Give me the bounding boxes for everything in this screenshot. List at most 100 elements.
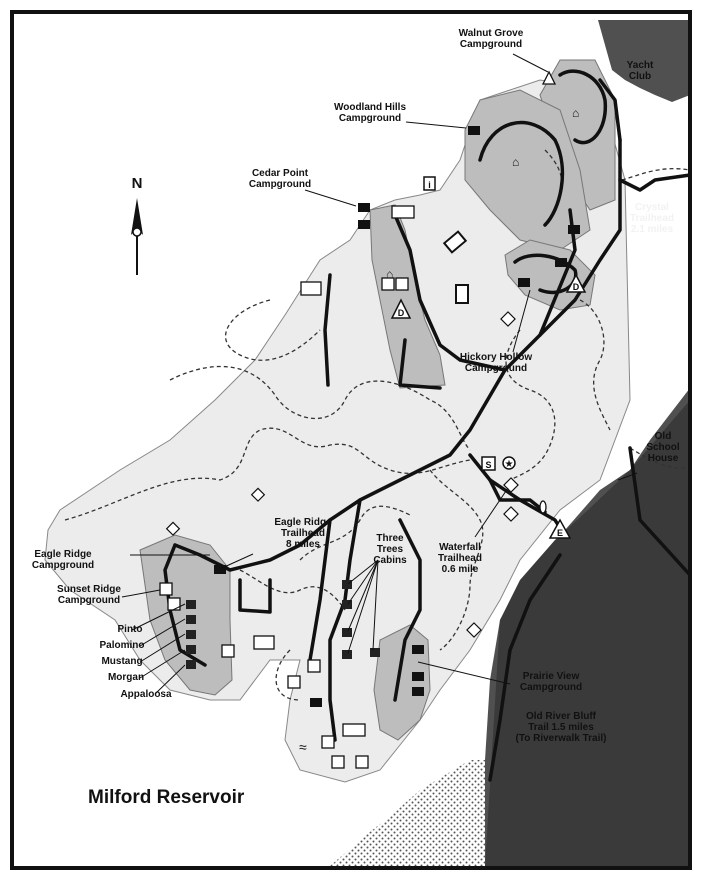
dump-station-label: D: [573, 282, 580, 292]
camp-site-icon: [395, 277, 409, 291]
rv-icon: [310, 698, 322, 707]
sunset-ridge-campground-label-line: Sunset Ridge: [57, 584, 121, 595]
dump-station-icon: [390, 298, 412, 319]
facility-icons: D D E S ★ i: [159, 70, 587, 769]
walnut-grove-label-line: Walnut Grove: [459, 28, 524, 39]
prairie-view-label-line: Prairie View: [523, 671, 580, 682]
cedar-point-area: [369, 204, 446, 389]
park-office-star-icon: [502, 456, 516, 470]
rv-icon: [412, 645, 424, 654]
crystal-trailhead-label-line: Trailhead: [630, 213, 674, 224]
main-road: [173, 138, 622, 572]
eagle-lower-loop: [238, 578, 272, 614]
camp-site-icon: [287, 675, 301, 689]
fishing-icon: [391, 205, 415, 219]
hickory-hollow-label-line: Hickory Hollow: [460, 352, 532, 363]
hiking-trail-icon: [500, 311, 516, 327]
rv-icons: [214, 126, 580, 707]
walnut-grove-label-line: Campground: [460, 39, 522, 50]
hiking-trails: [64, 149, 691, 701]
entrance-label: E: [557, 528, 563, 538]
map-border: [10, 10, 692, 870]
boat-ramp-icon: [442, 230, 468, 254]
camp-site-icon: [331, 755, 345, 769]
to-walnut-grove: [598, 78, 622, 142]
north-arrow-head: [131, 198, 143, 235]
three-trees-label-line: Trees: [377, 544, 404, 555]
camp-site-icon: [381, 277, 395, 291]
dump-station-icon: [565, 273, 587, 293]
school-house-road: [628, 446, 692, 577]
info-label: i: [428, 180, 431, 190]
water-access-icon: [539, 500, 547, 514]
cedar-point-label-line: Cedar Point: [252, 168, 309, 179]
three-trees-road: [328, 498, 362, 742]
fishing-icon: [342, 723, 366, 737]
eagle-ridge-trailhead-label-line: 8 miles: [286, 539, 320, 550]
crystal-trailhead-label-line: 2.1 miles: [631, 224, 674, 235]
north-arrow-center: [132, 227, 142, 237]
rv-icon: [412, 672, 424, 681]
cabin-icon: [186, 660, 196, 669]
old-river-bluff-label-line: (To Riverwalk Trail): [516, 733, 607, 744]
rv-icon: [568, 225, 580, 234]
woodland-hills-label-line: Campground: [339, 113, 401, 124]
cabin-icon: [342, 650, 352, 659]
reservoir-water-north: [598, 20, 690, 102]
woodland-inner-loop: [478, 120, 565, 227]
north-label: N: [132, 175, 143, 192]
hickory-hollow-label-line: Campground: [465, 363, 527, 374]
old-river-bluff-label-line: Old River Bluff: [526, 711, 597, 722]
store-label: S: [485, 460, 491, 470]
camp-site-icon: [321, 735, 335, 749]
west-spur: [308, 518, 332, 662]
leader-lines: [121, 53, 638, 695]
rv-icon: [555, 258, 567, 267]
hiking-trail-icon: [250, 487, 266, 502]
cabin-name-label: Appaloosa: [120, 689, 172, 700]
camp-site-icon: [307, 659, 321, 673]
picnic-shelter-icons: [159, 277, 409, 769]
prairie-view-label-line: Campground: [520, 682, 582, 693]
old-school-house-label-line: Old: [655, 431, 672, 442]
camp-site-icon: [159, 582, 173, 596]
picnic-shelter-icon: [253, 635, 275, 650]
cedar-point-label-line: Campground: [249, 179, 311, 190]
woodland-loop: [538, 208, 577, 337]
cabin-icon: [186, 600, 196, 609]
eagle-ridge-trailhead-label-line: Eagle Ridge: [274, 517, 332, 528]
eagle-ridge-campground-label-line: Eagle Ridge: [34, 549, 92, 560]
yacht-club-label-line: Yacht: [627, 60, 654, 71]
south-shore-road: [488, 553, 562, 782]
hiking-trail-icon: [503, 506, 519, 522]
cedar-road: [393, 213, 507, 372]
map-title: Milford Reservoir: [88, 787, 245, 808]
camp-site-icon: [167, 597, 181, 611]
cabin-icon: [342, 580, 352, 589]
cabin-icon: [186, 630, 196, 639]
cabin-icon: [342, 600, 352, 609]
hiking-trail-icon: [466, 622, 482, 638]
eagle-ridge-trailhead-label-line: Trailhead: [281, 528, 325, 539]
info-icon: [423, 176, 436, 191]
house-icon: ⌂: [386, 267, 393, 281]
walnut-loop: [558, 69, 608, 145]
waterfall-trailhead-label-line: Trailhead: [438, 553, 482, 564]
rv-icon: [214, 565, 226, 574]
marsh-area: [330, 760, 485, 866]
eagle-ridge-campground-label-line: Campground: [32, 560, 94, 571]
star-glyph: ★: [505, 459, 514, 470]
cabin-name-label: Pinto: [118, 624, 143, 635]
cedar-south: [398, 338, 442, 390]
boat-ramp-icon: [455, 284, 469, 304]
roads: [163, 69, 692, 782]
